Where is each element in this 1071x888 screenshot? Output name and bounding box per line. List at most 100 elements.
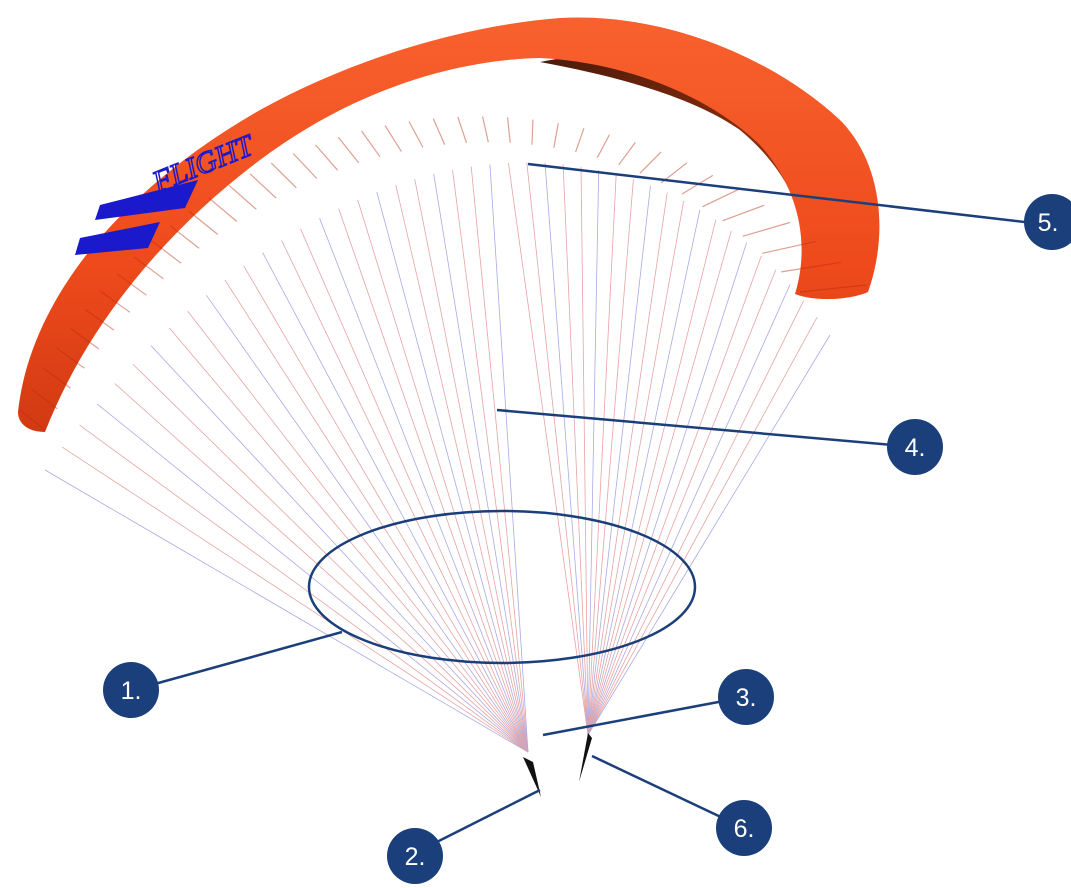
suspension-line [187, 310, 529, 753]
callout-line-1 [132, 630, 343, 692]
suspension-line [587, 242, 747, 736]
suspension-line [61, 446, 529, 753]
canopy-rib [208, 197, 238, 222]
canopy-rib [781, 261, 841, 273]
suspension-lines [44, 162, 831, 753]
suspension-line [452, 169, 529, 753]
suspension-line [562, 164, 589, 736]
badge-5: 5. [1024, 194, 1071, 250]
canopy-rib [69, 327, 100, 350]
badge-3-label: 3. [736, 684, 757, 712]
suspension-line [262, 252, 529, 753]
canopy-rib [507, 117, 511, 143]
suspension-line [205, 294, 529, 753]
suspension-line [587, 169, 600, 736]
canopy-rib [702, 188, 739, 208]
riser-right [579, 733, 592, 782]
canopy-rib [596, 134, 611, 159]
callout-line-6 [591, 754, 745, 830]
badge-2: 2. [387, 828, 443, 884]
canopy-rib [169, 225, 200, 249]
canopy-rib [19, 409, 46, 431]
suspension-line [79, 424, 529, 753]
suspension-line [433, 173, 529, 753]
callout-line-5 [527, 162, 1051, 227]
canopy-rib [100, 290, 131, 313]
suspension-line [132, 363, 529, 753]
badge-5-label: 5. [1038, 209, 1059, 237]
canopy-rib [116, 273, 147, 296]
suspension-line [376, 191, 529, 753]
badge-1-label: 1. [121, 677, 142, 705]
badge-6: 6. [716, 800, 772, 856]
badge-2-label: 2. [405, 843, 426, 871]
line-cascade-highlight [307, 509, 697, 665]
canopy: FLIGHT [18, 17, 880, 432]
badge-4: 4. [887, 419, 943, 475]
suspension-line [544, 162, 589, 736]
suspension-line [587, 334, 831, 736]
badge-1: 1. [103, 662, 159, 718]
suspension-line [357, 199, 529, 753]
suspension-line [224, 279, 529, 753]
suspension-line [587, 200, 685, 736]
canopy-rib [151, 240, 182, 264]
canopy-rib [249, 173, 277, 199]
canopy-rib [315, 144, 339, 171]
canopy-rib [531, 119, 534, 145]
canopy-rib [133, 256, 164, 280]
suspension-line [44, 469, 529, 753]
suspension-line [414, 179, 529, 753]
canopy-rib [408, 121, 424, 148]
suspension-line [319, 218, 529, 753]
badge-3: 3. [718, 669, 774, 725]
canopy-rib [618, 142, 636, 166]
callout-line-3 [542, 695, 746, 737]
canopy-ribs [19, 116, 867, 431]
callout-lines [132, 162, 1051, 855]
canopy-rib [482, 116, 489, 143]
suspension-line [587, 230, 732, 736]
suspension-line [526, 162, 589, 736]
suspension-line [587, 269, 777, 736]
canopy-rib [742, 221, 791, 237]
suspension-line [587, 255, 762, 736]
suspension-line [243, 265, 529, 753]
suspension-line [587, 219, 717, 736]
canopy-rib [30, 388, 58, 410]
suspension-line [580, 166, 589, 736]
canopy-rib [762, 241, 816, 254]
canopy-rib [799, 284, 867, 293]
suspension-line [338, 208, 529, 753]
suspension-line [395, 185, 529, 753]
canopy-rib [270, 162, 297, 189]
canopy-rib [228, 184, 257, 210]
canopy-rib [457, 116, 468, 143]
suspension-line [96, 403, 529, 753]
badge-4-label: 4. [905, 434, 926, 462]
canopy-rib [337, 136, 360, 164]
canopy-rib [188, 210, 219, 235]
suspension-line [150, 345, 529, 753]
canopy-rib [361, 130, 381, 158]
callout-line-4 [496, 408, 916, 449]
canopy-rib [292, 153, 318, 179]
suspension-line [114, 383, 529, 753]
risers [523, 733, 592, 797]
canopy-rib [432, 118, 446, 145]
canopy-rib [56, 347, 85, 369]
canopy-rib [43, 367, 71, 389]
suspension-line [587, 179, 634, 736]
badge-6-label: 6. [734, 815, 755, 843]
canopy-rib [84, 308, 115, 331]
canopy-rib [575, 128, 585, 153]
suspension-line [281, 240, 529, 753]
suspension-line [587, 317, 818, 736]
suspension-line [587, 300, 805, 736]
suspension-line [168, 327, 529, 753]
canopy-rib [384, 125, 402, 152]
suspension-line [587, 284, 791, 736]
canopy-stripe [75, 222, 160, 255]
canopy-stripe [95, 180, 198, 220]
